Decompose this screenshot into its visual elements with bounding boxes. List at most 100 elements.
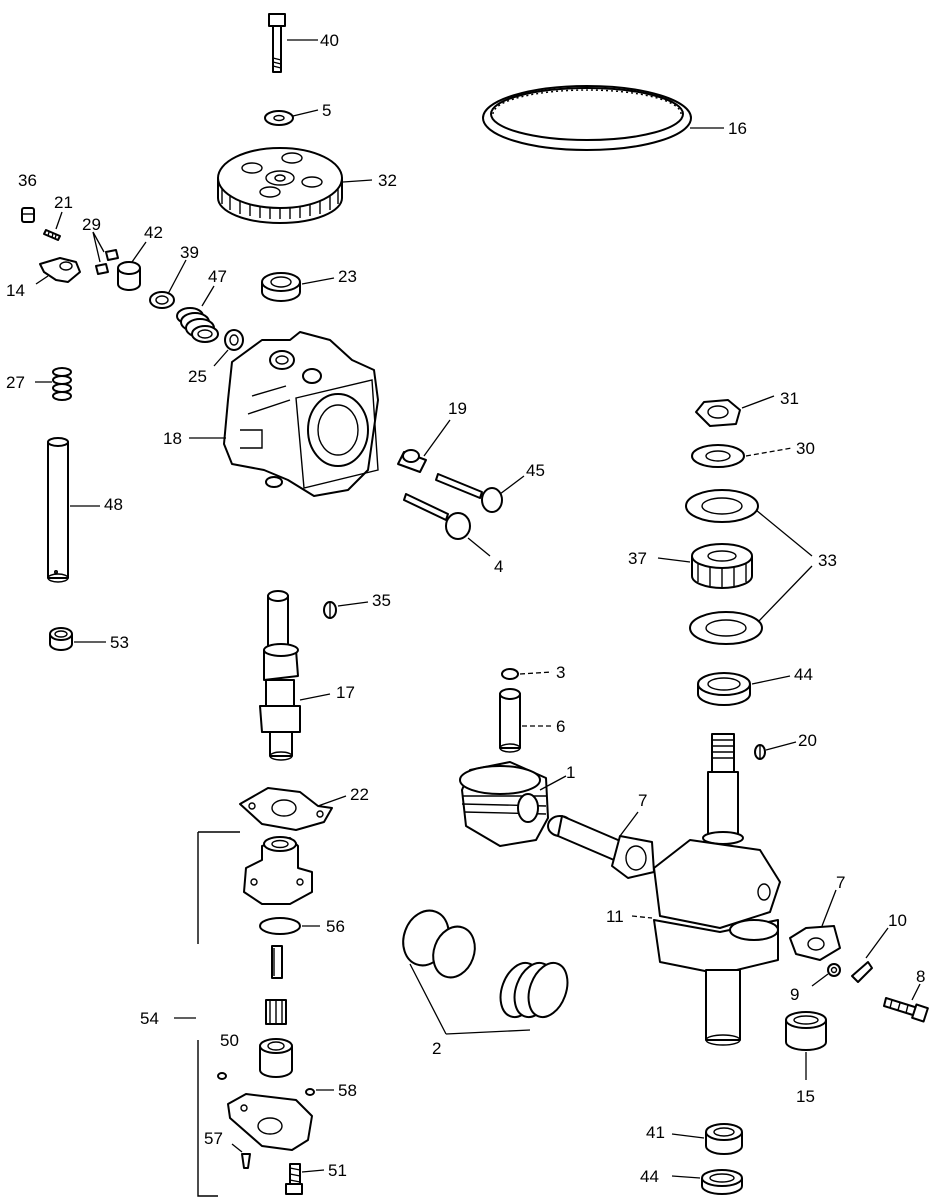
label-31: 31 <box>780 389 799 408</box>
part-50-pin <box>217 1072 227 1080</box>
part-10-lock-plate <box>851 961 873 983</box>
label-35: 35 <box>372 591 391 610</box>
part-20-key <box>754 744 766 760</box>
label-44-lower: 44 <box>640 1167 659 1186</box>
label-32: 32 <box>378 171 397 190</box>
label-9: 9 <box>790 985 799 1004</box>
pump-inner-rotor <box>265 999 287 1025</box>
part-11-crankshaft <box>653 733 781 1046</box>
label-36: 36 <box>18 171 37 190</box>
label-11: 11 <box>606 907 624 926</box>
label-6: 6 <box>556 717 565 736</box>
label-39: 39 <box>180 243 199 262</box>
part-35-plug <box>323 601 337 619</box>
part-21-screw <box>43 229 61 241</box>
part-23-seal <box>261 272 301 302</box>
label-19: 19 <box>448 399 467 418</box>
label-54: 54 <box>140 1009 159 1028</box>
part-31-nut <box>695 399 741 427</box>
part-42-valve-cap <box>117 261 141 291</box>
label-15: 15 <box>796 1087 815 1106</box>
label-7-cap: 7 <box>836 873 845 892</box>
label-37: 37 <box>628 549 647 568</box>
part-27-spring <box>52 367 72 401</box>
part-44-seal-upper <box>697 672 751 706</box>
part-17-camshaft <box>259 590 301 761</box>
part-15-bearing <box>785 1011 827 1051</box>
callout-labels: 40 5 16 32 36 21 29 42 39 47 23 14 25 27… <box>6 31 925 1186</box>
part-32-cam-gear <box>217 147 343 224</box>
label-44-upper: 44 <box>794 665 813 684</box>
label-53: 53 <box>110 633 129 652</box>
part-45-exhaust-valve <box>435 473 503 513</box>
part-3-circlip <box>501 668 519 680</box>
part-36-nut <box>21 207 35 223</box>
part-5-washer <box>264 110 294 126</box>
label-50: 50 <box>220 1031 239 1050</box>
part-47-valve-spring <box>176 307 219 343</box>
part-37-bearing <box>691 543 753 589</box>
part-18-cylinder-head <box>223 331 379 497</box>
pump-cover <box>227 1093 313 1151</box>
label-40: 40 <box>320 31 339 50</box>
label-56: 56 <box>326 917 345 936</box>
part-54-oil-pump-body <box>243 836 313 905</box>
part-14-rocker-arm <box>39 257 81 283</box>
label-25: 25 <box>188 367 207 386</box>
part-4-intake-valve <box>403 493 471 540</box>
part-8-bolt <box>883 997 929 1023</box>
label-27: 27 <box>6 373 25 392</box>
label-8: 8 <box>916 967 925 986</box>
label-29: 29 <box>82 215 101 234</box>
part-9-washer <box>827 963 841 977</box>
label-3: 3 <box>556 663 565 682</box>
part-25-valve-seal <box>224 329 244 351</box>
label-14: 14 <box>6 281 25 300</box>
label-45: 45 <box>526 461 545 480</box>
part-53-bushing <box>49 627 73 651</box>
label-1: 1 <box>566 763 575 782</box>
label-4: 4 <box>494 557 503 576</box>
label-48: 48 <box>104 495 123 514</box>
label-20: 20 <box>798 731 817 750</box>
label-33: 33 <box>818 551 837 570</box>
label-23: 23 <box>338 267 357 286</box>
label-16: 16 <box>728 119 747 138</box>
label-42: 42 <box>144 223 163 242</box>
part-57-screw <box>241 1153 251 1169</box>
part-33-upper-race <box>685 489 759 523</box>
part-51-bolt <box>285 1163 303 1195</box>
part-2-piston-rings <box>402 909 569 1019</box>
label-21: 21 <box>54 193 73 212</box>
label-41: 41 <box>646 1123 665 1142</box>
part-16-timing-belt <box>482 85 692 151</box>
part-33-lower-race <box>689 611 763 645</box>
label-51: 51 <box>328 1161 347 1180</box>
part-44-seal-lower <box>701 1169 743 1195</box>
label-10: 10 <box>888 911 907 930</box>
part-58-ball <box>305 1088 315 1096</box>
label-30: 30 <box>796 439 815 458</box>
part-41-bushing <box>705 1123 743 1155</box>
part-7-connecting-rod <box>547 815 655 879</box>
part-30-washer <box>691 444 745 468</box>
label-18: 18 <box>163 429 182 448</box>
label-47: 47 <box>208 267 227 286</box>
label-5: 5 <box>322 101 331 120</box>
part-40-bolt <box>268 13 286 73</box>
part-6-piston-pin <box>499 688 521 753</box>
part-56-o-ring <box>259 917 301 935</box>
part-48-push-rod-tube <box>47 437 69 583</box>
part-39-spring-retainer <box>149 291 175 309</box>
label-7-rod: 7 <box>638 791 647 810</box>
bracket-54 <box>174 831 240 1197</box>
part-1-piston <box>459 761 549 847</box>
label-22: 22 <box>350 785 369 804</box>
part-29-valve-keepers <box>95 249 119 275</box>
part-19-valve-guide <box>397 449 427 473</box>
label-58: 58 <box>338 1081 357 1100</box>
label-17: 17 <box>336 683 355 702</box>
part-22-gasket <box>239 787 333 831</box>
label-57: 57 <box>204 1129 223 1148</box>
